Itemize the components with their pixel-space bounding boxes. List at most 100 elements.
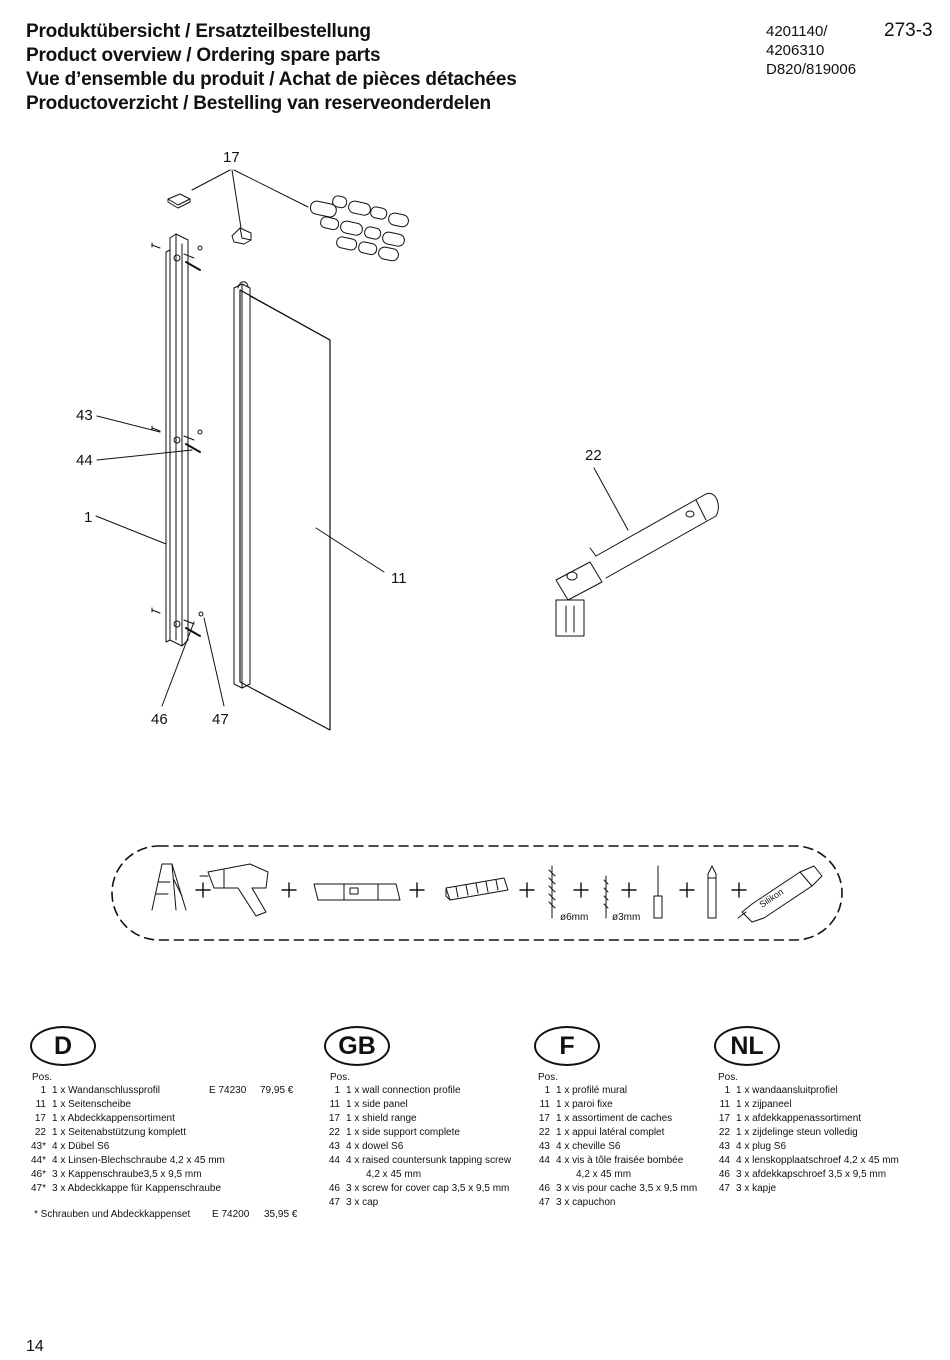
list-item: 22 1 x appui latéral complet bbox=[530, 1126, 730, 1140]
page-number: 14 bbox=[26, 1338, 44, 1355]
pos-number: 47 bbox=[538, 1197, 550, 1208]
pos-number: 47 bbox=[718, 1183, 730, 1194]
drill-bit-3mm-label: ø3mm bbox=[612, 912, 640, 923]
part-description: 1 x wandaansluitprofiel bbox=[736, 1085, 838, 1096]
screwdriver-icon bbox=[653, 865, 663, 919]
footnote-text: * Schrauben und Abdeckkappenset bbox=[34, 1209, 191, 1220]
callout-11-leader bbox=[315, 527, 385, 573]
part-description: 1 x zijpaneel bbox=[736, 1099, 792, 1110]
exploded-view-drawing: 17 43 44 1 11 22 46 47 ø6mm ø3mm Silikon bbox=[76, 149, 843, 941]
callout-1: 1 bbox=[84, 509, 92, 526]
pos-number: 17 bbox=[34, 1113, 46, 1124]
pos-number: 44* bbox=[30, 1155, 46, 1166]
part-description: 3 x cap bbox=[346, 1197, 379, 1208]
list-item: 46* 3 x Kappenschraube3,5 x 9,5 mm bbox=[26, 1168, 316, 1182]
footnote-set: * Schrauben und Abdeckkappenset E 74200 … bbox=[26, 1208, 316, 1222]
part-description: 1 x zijdelinge steun volledig bbox=[736, 1127, 858, 1138]
callout-43: 43 bbox=[76, 407, 93, 424]
callout-44: 44 bbox=[76, 452, 93, 469]
pencil-icon bbox=[707, 865, 717, 919]
list-item: 44*4 x Linsen-Blechschraube 4,2 x 45 mm bbox=[26, 1154, 316, 1168]
price: 79,95 € bbox=[260, 1085, 294, 1096]
part-description: 4 x plug S6 bbox=[736, 1141, 787, 1152]
callout-46-leader bbox=[161, 621, 195, 707]
drill-bit-6mm-label: ø6mm bbox=[560, 912, 588, 923]
pos-number: 43 bbox=[328, 1141, 340, 1152]
drill-icon bbox=[199, 863, 269, 917]
tools-frame bbox=[111, 845, 843, 941]
part-description: 3 x Kappenschraube3,5 x 9,5 mm bbox=[52, 1169, 202, 1180]
callout-43-leader bbox=[96, 415, 161, 433]
title-block: Produktübersicht / Ersatzteilbestellung … bbox=[26, 20, 517, 116]
part-description: 1 x Abdeckkappensortiment bbox=[52, 1113, 175, 1124]
parts-rows-de: 1 1 x Wandanschlussprofil E 74230 79,95 … bbox=[26, 1084, 316, 1222]
part-description: 4 x vis à tôle fraisée bombée bbox=[556, 1155, 684, 1166]
cover-cap-small bbox=[167, 193, 191, 209]
cover-cap-assortment bbox=[309, 195, 409, 262]
side-panel-glass bbox=[233, 281, 331, 731]
part-description: 1 x shield range bbox=[346, 1113, 417, 1124]
part-description: 4 x dowel S6 bbox=[346, 1141, 404, 1152]
document-number: 273-3 bbox=[884, 20, 933, 41]
language-badge-nl: NL bbox=[714, 1026, 780, 1066]
pos-header: Pos. bbox=[718, 1072, 739, 1083]
part-description: 1 x side panel bbox=[346, 1099, 408, 1110]
pos-number: 22 bbox=[718, 1127, 730, 1138]
part-description: 3 x kapje bbox=[736, 1183, 777, 1194]
callout-46: 46 bbox=[151, 711, 168, 728]
callout-11: 11 bbox=[391, 570, 407, 587]
cover-cap-medium bbox=[231, 227, 252, 245]
part-description: 4 x raised countersunk tapping screw bbox=[346, 1155, 512, 1166]
pos-number: 46* bbox=[30, 1169, 46, 1180]
pos-number: 11 bbox=[35, 1099, 46, 1110]
pos-number: 11 bbox=[329, 1099, 340, 1110]
list-item: 43*4 x Dübel S6 bbox=[26, 1140, 316, 1154]
part-description: 1 x appui latéral complet bbox=[556, 1127, 665, 1138]
callout-22: 22 bbox=[585, 447, 602, 464]
pos-number: 22 bbox=[328, 1127, 340, 1138]
list-item: 47 3 x kapje bbox=[710, 1182, 930, 1196]
part-description: 1 x Seitenabstützung komplett bbox=[52, 1127, 186, 1138]
pos-number: 46 bbox=[328, 1183, 340, 1194]
list-item: 43 4 x dowel S6 bbox=[320, 1140, 520, 1154]
list-item: 1 1 x Wandanschlussprofil E 74230 79,95 … bbox=[26, 1084, 316, 1098]
language-badge-gb: GB bbox=[324, 1026, 390, 1066]
pos-number: 17 bbox=[718, 1113, 730, 1124]
title-nl: Productoverzicht / Bestelling van reserv… bbox=[26, 93, 491, 114]
part-description: 1 x wall connection profile bbox=[346, 1085, 461, 1096]
pos-number: 1 bbox=[40, 1085, 46, 1096]
ladder-icon bbox=[151, 863, 187, 911]
part-description-cont: 4,2 x 45 mm bbox=[366, 1169, 422, 1180]
article-number-1: 4201140/ bbox=[766, 23, 828, 40]
pos-number: 1 bbox=[724, 1085, 730, 1096]
part-description: 1 x side support complete bbox=[346, 1127, 460, 1138]
list-item: 17 1 x Abdeckkappensortiment bbox=[26, 1112, 316, 1126]
callout-17: 17 bbox=[223, 149, 240, 166]
callout-47-leader bbox=[203, 617, 225, 707]
part-description: 1 x paroi fixe bbox=[556, 1099, 613, 1110]
part-description-cont: 4,2 x 45 mm bbox=[576, 1169, 632, 1180]
pos-header: Pos. bbox=[538, 1072, 559, 1083]
pos-number: 1 bbox=[544, 1085, 550, 1096]
article-number-3: D820/819006 bbox=[766, 61, 857, 78]
list-item: 47*3 x Abdeckkappe für Kappenschraube bbox=[26, 1182, 316, 1196]
part-description: 3 x Abdeckkappe für Kappenschraube bbox=[52, 1183, 222, 1194]
callout-17-leaders bbox=[191, 169, 309, 229]
